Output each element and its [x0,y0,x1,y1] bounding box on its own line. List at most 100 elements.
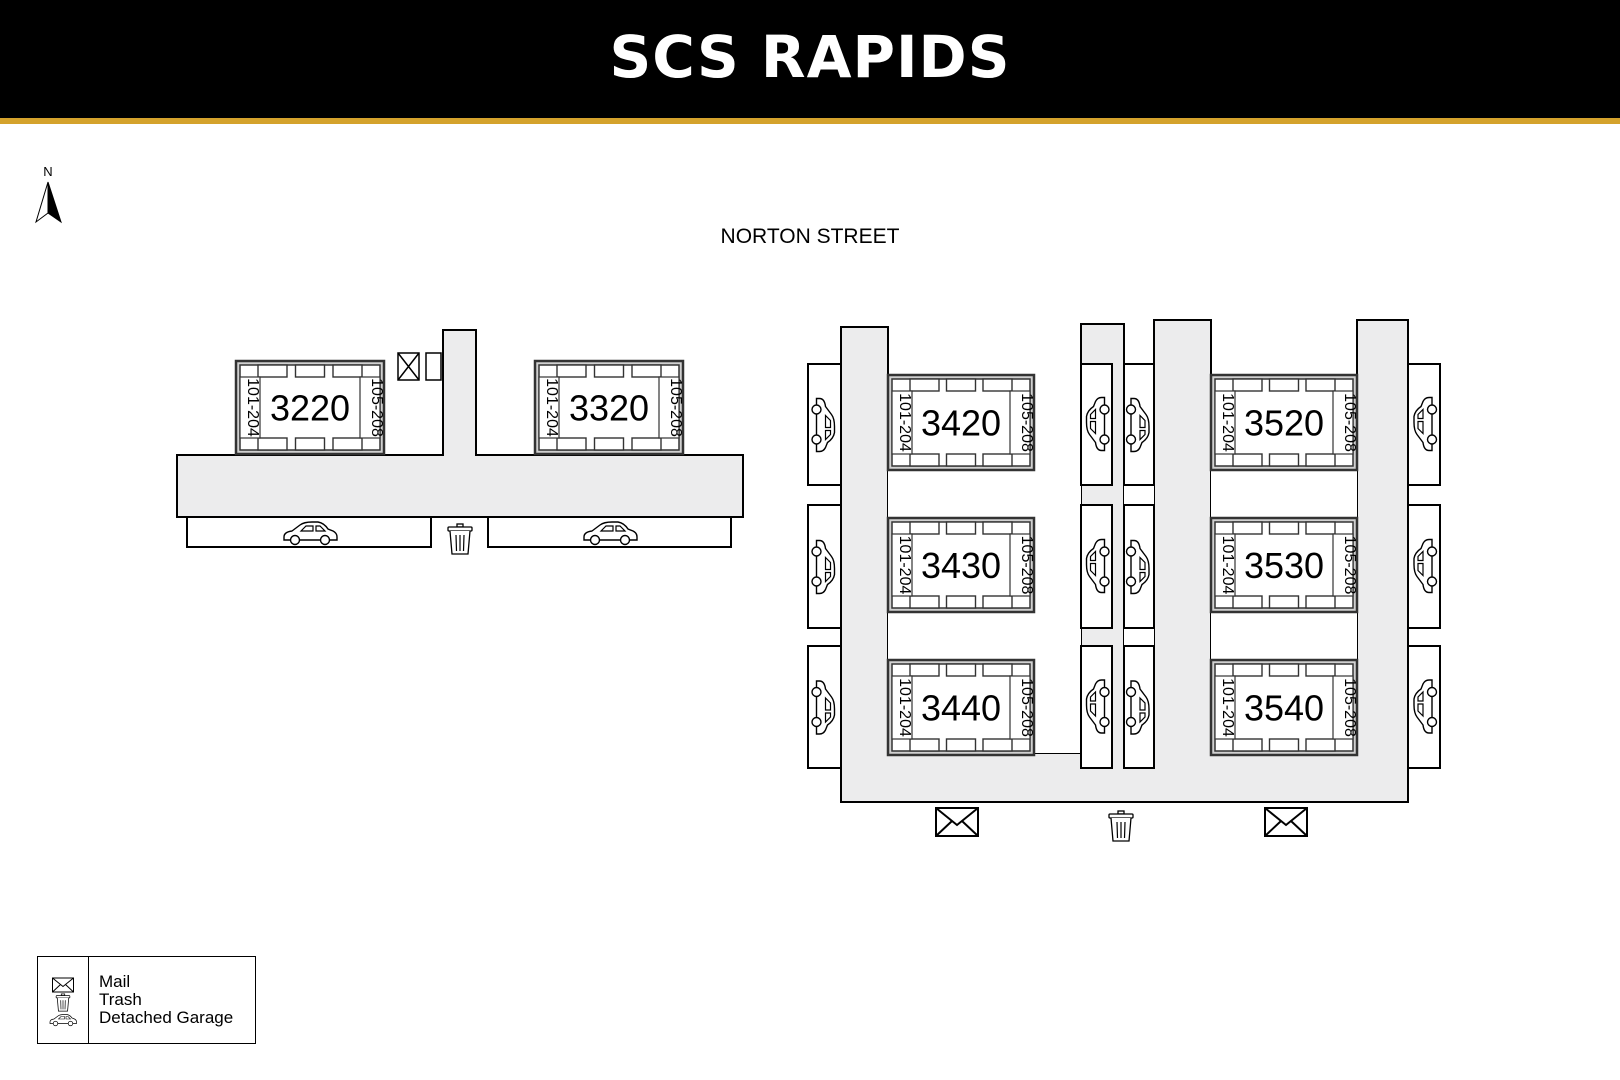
balcony [909,595,940,609]
balcony [909,453,940,467]
detached-garage [1407,363,1441,486]
building-number: 3420 [921,403,1001,444]
balcony [982,521,1013,535]
map-legend: Mail Trash Detached Garage [37,956,256,1044]
trash-icon [1108,810,1134,842]
building: 3440 101-204 105-208 [886,658,1036,757]
balcony [1305,378,1336,392]
legend-label-mail: Mail [99,972,131,991]
balcony [982,595,1013,609]
unit-range-right: 105-208 [1018,678,1035,737]
balcony [1305,663,1336,677]
west-section [176,329,744,555]
unit-range-right: 105-208 [667,378,684,437]
detached-garage [807,504,842,629]
detached-garage [1123,363,1155,486]
building-number: 3540 [1244,688,1324,729]
balcony [1268,663,1300,677]
detached-garage [1123,645,1155,769]
building-number: 3320 [569,388,649,429]
balcony [1232,738,1263,752]
building: 3420 101-204 105-208 [886,373,1036,472]
building-number: 3520 [1244,403,1324,444]
detached-garage [807,645,842,769]
building-number: 3430 [921,545,1001,586]
page-title: SCS RAPIDS [609,23,1011,91]
detached-garage [1407,504,1441,629]
legend-labels: Mail Trash Detached Garage [89,957,233,1043]
balcony [631,364,662,378]
detached-garage [807,363,842,486]
header-bar: SCS RAPIDS [0,0,1620,124]
detached-garage [1080,504,1113,629]
balcony [1268,738,1300,752]
balcony [909,521,940,535]
north-arrow: N [35,164,62,224]
legend-label-garage: Detached Garage [99,1008,234,1027]
balcony [294,364,326,378]
balcony [1305,521,1336,535]
balcony [1305,453,1336,467]
building: 3320 101-204 105-208 [533,359,685,456]
street-label: NORTON STREET [721,225,900,248]
balcony [1268,378,1300,392]
balcony [945,738,977,752]
building-number: 3530 [1244,545,1324,586]
unit-range-right: 105-208 [1341,393,1358,452]
unit-range-left: 101-204 [896,536,913,595]
mailbox [425,352,442,381]
unit-range-left: 101-204 [1219,678,1236,737]
detached-garage [1080,363,1113,486]
balcony [982,738,1013,752]
balcony [593,364,625,378]
balcony [1232,521,1263,535]
unit-range-right: 105-208 [1018,536,1035,595]
balcony [945,595,977,609]
balcony [1268,453,1300,467]
north-label: N [43,164,52,179]
unit-range-right: 105-208 [1341,678,1358,737]
balcony [556,437,587,451]
balcony [1232,663,1263,677]
balcony [332,437,363,451]
unit-range-left: 101-204 [896,393,913,452]
balcony [556,364,587,378]
balcony [257,437,288,451]
balcony [945,521,977,535]
building: 3430 101-204 105-208 [886,516,1036,614]
mail-icon [52,977,74,993]
trash-icon [447,523,473,555]
building-number: 3440 [921,688,1001,729]
detached-garage [1123,504,1155,629]
trash-icon [55,993,71,1012]
unit-range-left: 101-204 [896,678,913,737]
mail-icon [935,807,979,837]
unit-range-right: 105-208 [1341,536,1358,595]
balcony [1305,595,1336,609]
detached-garages [807,363,1441,769]
unit-range-left: 101-204 [543,378,560,437]
mail-icon [1264,807,1308,837]
balcony [982,378,1013,392]
balcony [982,663,1013,677]
balcony [1232,595,1263,609]
unit-range-right: 105-208 [1018,393,1035,452]
balcony [1232,453,1263,467]
balcony [909,663,940,677]
detached-garage [1080,645,1113,769]
balcony [257,364,288,378]
legend-label-trash: Trash [99,990,142,1009]
detached-garage [1407,645,1441,769]
balcony [1305,738,1336,752]
garage-car-icon [48,1012,78,1027]
balcony [909,738,940,752]
balcony [945,453,977,467]
balcony [294,437,326,451]
balcony [945,378,977,392]
balcony [1232,378,1263,392]
balcony [982,453,1013,467]
